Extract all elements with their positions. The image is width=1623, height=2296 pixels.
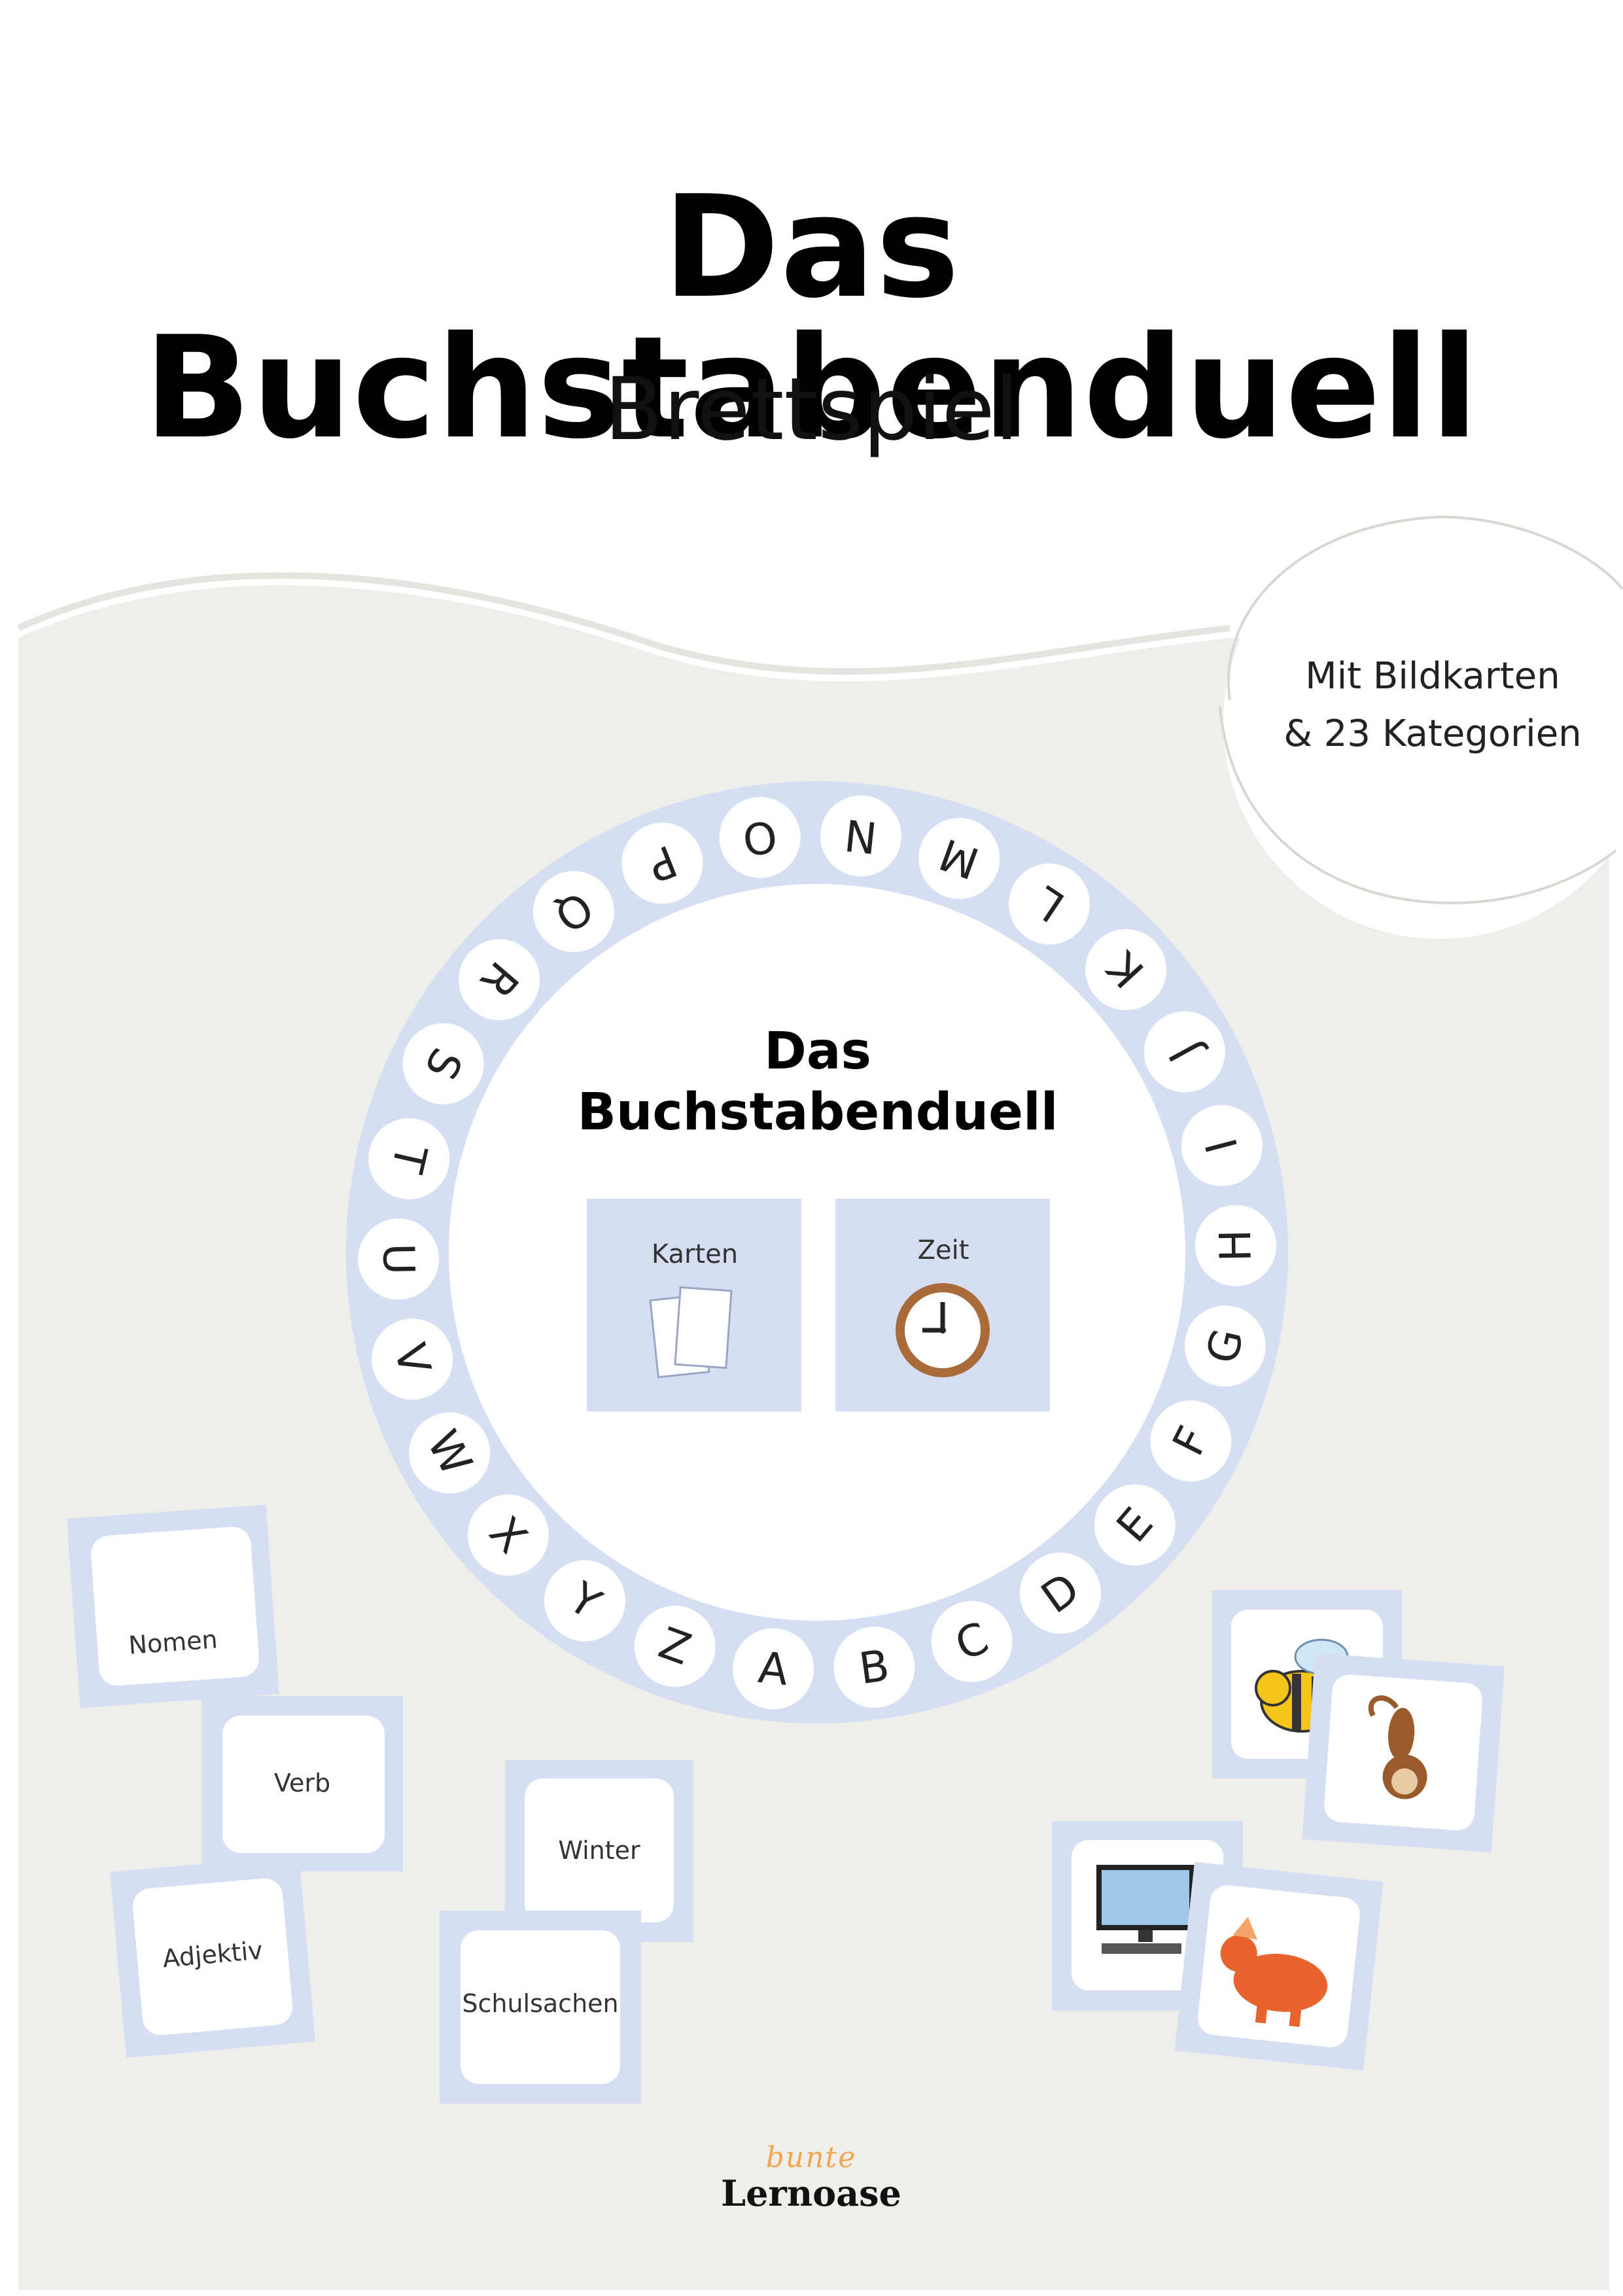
word-card-frame-verb	[201, 1696, 403, 1871]
letter-N: N	[820, 795, 901, 877]
letter-A: A	[733, 1628, 814, 1710]
cards-icon	[649, 1286, 733, 1379]
svg-text:B: B	[856, 1640, 892, 1694]
badge-text: Mit Bildkarten & 23 Kategorien	[1276, 648, 1590, 763]
word-card-winter: Winter	[558, 1836, 640, 1865]
letter-R: R	[459, 939, 540, 1021]
svg-text:H: H	[1210, 1229, 1261, 1262]
letter-O: O	[719, 796, 801, 878]
letter-Y: Y	[544, 1560, 625, 1642]
letter-D: D	[1019, 1552, 1101, 1634]
letter-T: T	[368, 1118, 450, 1199]
svg-text:U: U	[373, 1243, 424, 1276]
badge-outline-lower	[1219, 706, 1617, 905]
svg-text:A: A	[756, 1642, 791, 1695]
letter-L: L	[1009, 863, 1091, 945]
logo-top: bunte	[765, 2141, 857, 2174]
computer-icon	[1096, 1865, 1195, 1954]
board-title-line-1: Das	[764, 1022, 871, 1081]
word-card-verb: Verb	[273, 1769, 331, 1797]
svg-text:N: N	[842, 809, 879, 863]
picture-card-monkey	[1302, 1653, 1505, 1853]
letter-M: M	[918, 818, 1000, 900]
letter-X: X	[467, 1494, 549, 1576]
letter-Q: Q	[533, 871, 615, 953]
letter-V: V	[372, 1318, 453, 1400]
board-title-line-2: Buchstabenduell	[577, 1083, 1058, 1142]
word-card-frame-nomen	[67, 1504, 279, 1708]
badge-circle	[1223, 507, 1623, 939]
svg-text:O: O	[740, 810, 780, 864]
badge-line-1: Mit Bildkarten	[1305, 655, 1560, 698]
letter-S: S	[402, 1023, 484, 1104]
word-card-frame-schulsachen	[440, 1911, 641, 2104]
letter-U: U	[358, 1218, 440, 1300]
letter-F: F	[1150, 1400, 1232, 1482]
clock-icon	[896, 1283, 990, 1377]
page-title: Das Buchstabenduell	[143, 165, 1480, 470]
monkey-icon	[1368, 1695, 1427, 1799]
word-card-schulsachen: Schulsachen	[462, 1989, 619, 2018]
dinosaur-icon	[1220, 1916, 1328, 2027]
logo-bottom: Lernoase	[721, 2172, 901, 2214]
tile-label-karten: Karten	[651, 1239, 739, 1269]
letter-B: B	[833, 1627, 915, 1708]
letter-Z: Z	[634, 1605, 716, 1687]
letter-K: K	[1085, 928, 1167, 1010]
letter-W: W	[409, 1412, 491, 1494]
letter-P: P	[621, 822, 703, 904]
page-subtitle: Brettspiel	[604, 359, 1019, 460]
letter-J: J	[1143, 1011, 1225, 1093]
badge-line-2: & 23 Kategorien	[1283, 713, 1582, 755]
picture-card-dinosaur	[1174, 1862, 1384, 2071]
background-wave-line	[16, 572, 1230, 675]
letter-H: H	[1195, 1205, 1276, 1286]
word-card-frame-adjektiv	[110, 1855, 315, 2058]
board-center	[449, 884, 1185, 1621]
letter-G: G	[1184, 1305, 1266, 1387]
letter-I: I	[1181, 1104, 1263, 1186]
letter-E: E	[1094, 1484, 1176, 1566]
badge-outline	[1227, 515, 1623, 701]
letter-C: C	[931, 1600, 1013, 1682]
tile-label-zeit: Zeit	[917, 1235, 969, 1265]
